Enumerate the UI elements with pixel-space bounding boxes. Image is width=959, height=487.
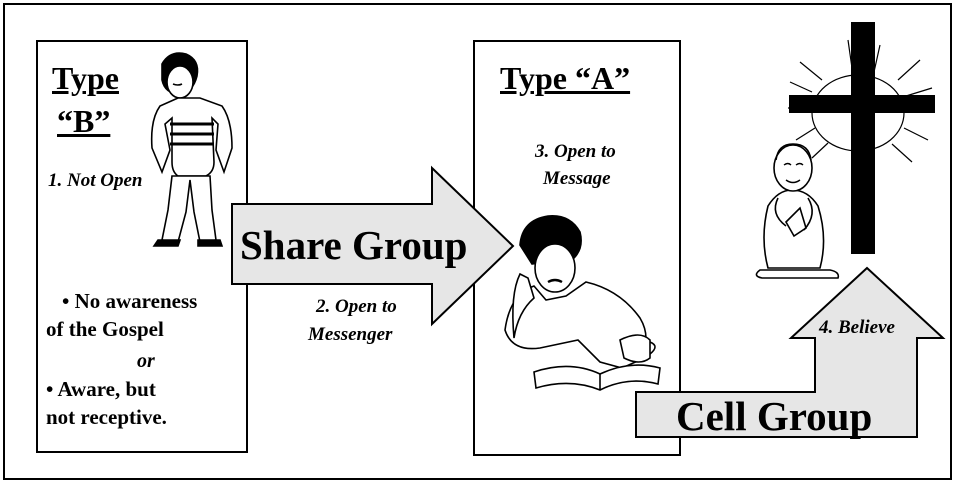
type-a-title: Type “A” — [500, 60, 631, 96]
bullet-1-line2: of the Gospel — [46, 317, 164, 341]
reading-man-icon — [504, 215, 661, 391]
praying-man-icon — [755, 143, 840, 279]
cell-group-arrow — [635, 266, 946, 438]
step-4-label: 4. Believe — [819, 317, 895, 338]
cross-icon — [788, 22, 935, 254]
or-label: or — [137, 350, 155, 372]
standing-man-icon — [150, 52, 233, 247]
share-group-label: Share Group — [240, 222, 468, 268]
step-2-line2: Messenger — [308, 324, 393, 345]
bullet-2-line2: not receptive. — [46, 405, 167, 429]
step-1-label: 1. Not Open — [48, 170, 143, 191]
bullet-1-line1: • No awareness — [62, 289, 198, 313]
diagram-frame — [3, 3, 952, 480]
step-3-line2: Message — [543, 168, 611, 189]
step-2-line1: 2. Open to — [316, 296, 397, 317]
cell-group-label: Cell Group — [676, 393, 873, 439]
step-3-line1: 3. Open to — [535, 141, 616, 162]
type-b-title-line1: Type — [52, 60, 119, 96]
bullet-2-line1: • Aware, but — [46, 377, 156, 401]
type-b-title-line2: “B” — [57, 103, 111, 139]
share-group-arrow — [231, 165, 515, 327]
